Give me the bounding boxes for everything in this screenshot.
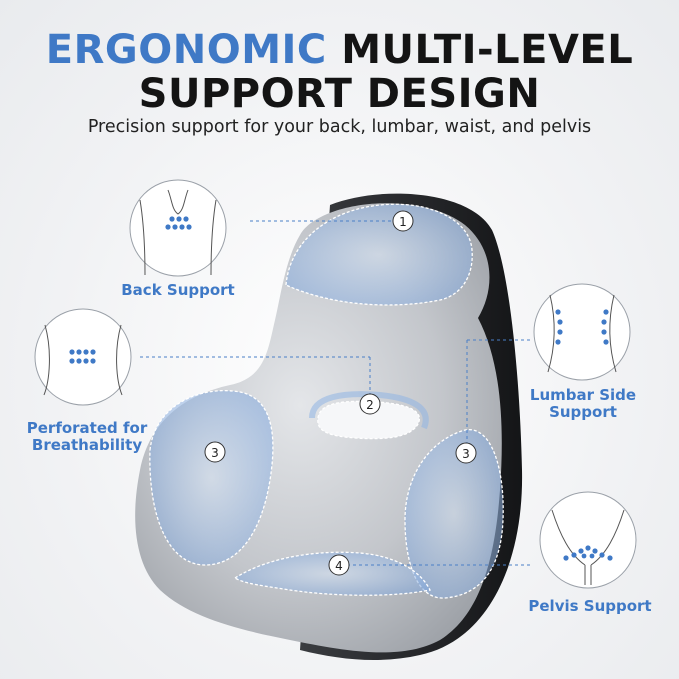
cushion-handle — [317, 400, 421, 440]
marker-3-right-text: 3 — [462, 447, 470, 461]
zone-left-wing — [149, 390, 274, 566]
marker-2: 2 — [359, 393, 381, 415]
inset-pelvis — [539, 491, 637, 589]
headline-rest: MULTI-LEVEL — [341, 27, 634, 73]
connector-lines — [140, 220, 530, 566]
zone-back-support — [285, 203, 473, 306]
label-back-support: Back Support — [121, 281, 235, 299]
label-lumbar-line2: Support — [549, 403, 617, 421]
inset-perforated — [34, 308, 132, 406]
marker-1: 1 — [392, 210, 414, 232]
label-pelvis: Pelvis Support — [528, 597, 652, 615]
inset-lumbar — [533, 283, 631, 381]
label-lumbar: Lumbar Side Support — [518, 387, 648, 421]
marker-4: 4 — [328, 554, 350, 576]
label-perforated-line2: Breathability — [31, 436, 143, 454]
marker-3-left: 3 — [204, 441, 226, 463]
inset-back — [129, 179, 227, 277]
zone-pelvis — [233, 551, 431, 596]
zone-right-wing — [404, 429, 504, 599]
marker-3-right: 3 — [455, 442, 477, 464]
headline-accent: ERGONOMIC — [45, 27, 327, 73]
label-perforated-line1: Perforated for — [26, 419, 148, 437]
marker-4-text: 4 — [335, 559, 343, 573]
label-perforated: Perforated for Breathability — [12, 420, 162, 454]
headline-line-2: SUPPORT DESIGN — [138, 71, 541, 117]
marker-3-left-text: 3 — [211, 446, 219, 460]
headline-line-1: ERGONOMIC MULTI-LEVEL — [0, 28, 679, 72]
marker-1-text: 1 — [399, 215, 407, 229]
marker-2-text: 2 — [366, 398, 374, 412]
label-lumbar-line1: Lumbar Side — [529, 386, 637, 404]
subtitle: Precision support for your back, lumbar,… — [87, 117, 592, 137]
